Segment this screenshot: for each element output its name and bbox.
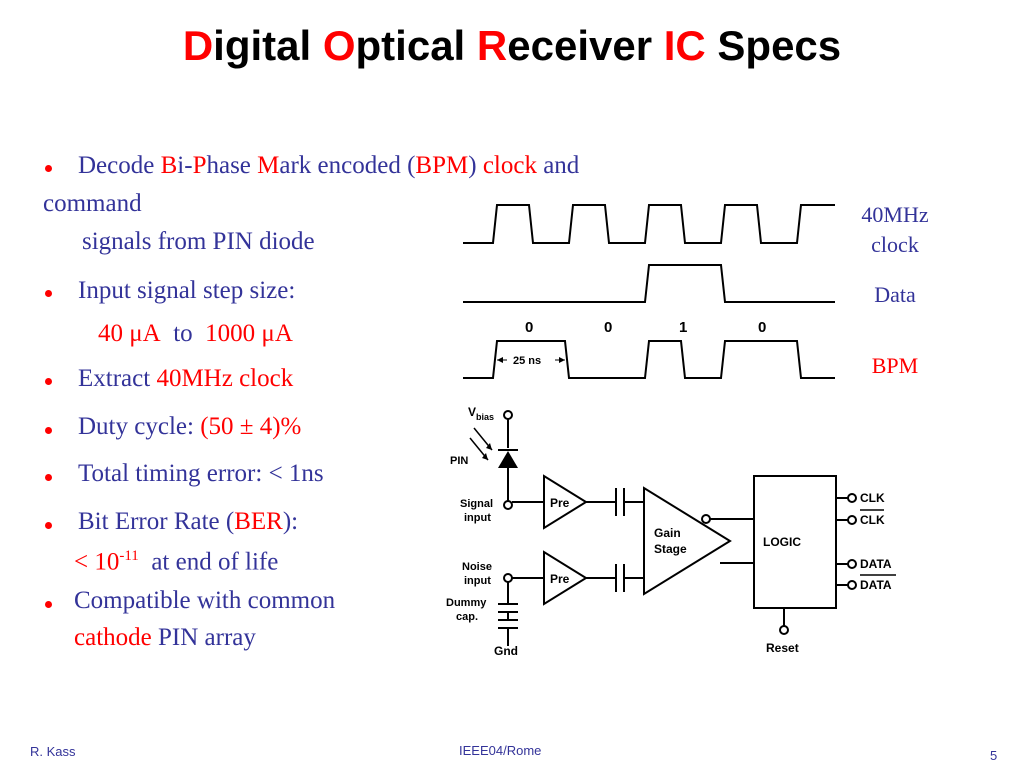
reset-terminal [779,625,789,635]
bpm-label: BPM [871,353,919,378]
ray-arrow [482,453,488,460]
data-bar-terminal [847,580,857,590]
pre-amp-bottom [543,550,588,606]
bullet-extract: Extract 40MHz clock [78,365,294,392]
clock-label: 40MHz clock [861,202,929,257]
gain-stage-label: Stage [654,542,687,556]
bullet-decode-line3: signals from PIN diode [82,228,315,255]
bit-label: 1 [679,319,687,336]
bullet-dot [45,290,52,297]
pin-diode-icon [498,451,518,468]
pre-amp-top-label: Pre [550,496,570,510]
bit-label: 0 [525,319,533,336]
pre-amp-top [543,474,588,530]
vbias-subscript: bias [476,412,494,422]
bit-label: 0 [758,319,766,336]
logic-label: LOGIC [763,535,801,549]
ray-arrow [486,443,492,450]
signal-input-label: input [464,512,491,524]
signal-input-label: Signal [460,498,493,510]
bit-label: 0 [604,319,612,336]
pin-label: PIN [450,455,468,467]
bullet-dot [45,427,52,434]
output-label-clk: CLK [860,491,885,505]
slide-title: Digital Optical Receiver IC Specs [182,22,842,69]
footer-event: IEEE04/Rome [459,743,542,758]
period-label: 25 ns [513,355,541,367]
data-label: Data [874,282,916,307]
bullet-decode: Decode Bi-Phase Mark encoded (BPM) clock… [78,152,580,179]
timing-diagram: 0 0 1 0 25 ns [463,204,835,379]
output-label-data: DATA [860,557,892,571]
reset-label: Reset [766,641,799,655]
bullet-dot [45,378,52,385]
footer-author: R. Kass [30,744,76,759]
arrow-head-right [559,357,565,363]
bullet-dot [45,522,52,529]
data-terminal [847,559,857,569]
circuit-diagram: V bias PIN Signal input Pre Noise input … [446,405,896,658]
pre-amp-bottom-label: Pre [550,572,570,586]
clock-waveform [463,204,835,244]
bullet-decode-command: command [43,190,142,217]
gnd-label: Gnd [494,644,518,658]
bullet-duty-cycle: Duty cycle: (50 ± 4)% [78,413,302,440]
noise-input-label: Noise [462,561,492,573]
output-label-clk-bar: CLK [860,513,885,527]
bullet-ber-value: < 10-11 at end of life [74,548,279,576]
output-label-data-bar: DATA [860,578,892,592]
bullet-ber: Bit Error Rate (BER): [78,508,299,535]
noise-input-terminal [503,573,513,583]
noise-input-label: input [464,575,491,587]
arrow-head-left [497,357,503,363]
clk-terminal [847,493,857,503]
bullet-compatible: Compatible with common [74,587,336,614]
bullet-compatible-line2: cathode PIN array [74,624,256,651]
vbias-label: V [468,405,476,419]
signal-input-terminal [503,500,513,510]
bullet-dot [45,474,52,481]
gain-stage [643,486,732,596]
inverting-output [701,514,711,524]
bullet-input-step: Input signal step size: [78,277,296,304]
bullet-input-range: 40 μA to 1000 μA [98,320,293,347]
clk-bar-terminal [847,515,857,525]
bpm-waveform [463,340,835,379]
logic-block [753,475,837,609]
dummy-cap-label: cap. [456,611,478,623]
dummy-cap-label: Dummy [446,597,487,609]
gain-stage-label: Gain [654,526,681,540]
bullet-dot [45,601,52,608]
bullet-timing-error: Total timing error: < 1ns [78,460,324,487]
bullet-dot [45,165,52,172]
page-number: 5 [990,748,998,763]
data-waveform [463,264,835,303]
vbias-terminal [503,410,513,420]
